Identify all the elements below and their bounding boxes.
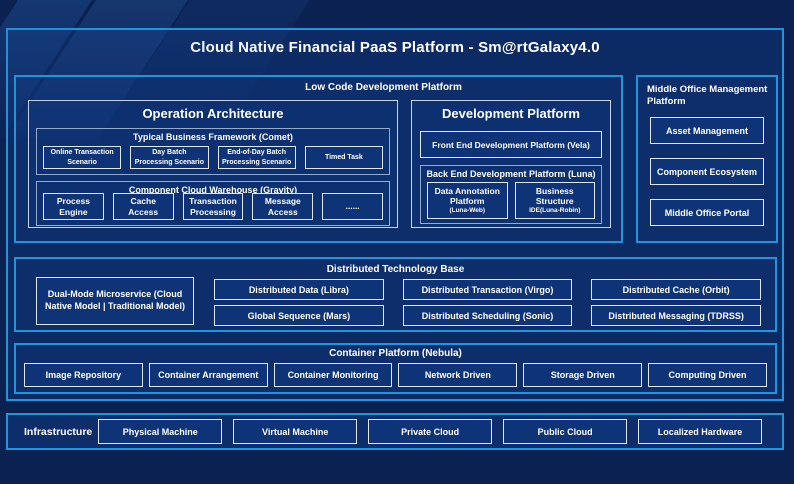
warehouse-item: Message Access [252, 193, 314, 220]
middle-office-item: Asset Management [650, 117, 764, 144]
low-code-platform-label: Low Code Development Platform [305, 82, 462, 93]
framework-item: End-of-Day Batch Processing Scenario [217, 146, 296, 169]
distributed-item-grid: Distributed Data (Libra) Distributed Tra… [214, 279, 761, 326]
infrastructure-item: Localized Hardware [638, 419, 763, 444]
back-end-item: Data Annotation Platform (Luna-Web) [427, 182, 508, 219]
container-platform-section: Container Platform (Nebula) Image Reposi… [14, 343, 777, 394]
middle-office-label: Middle Office Management Platform [647, 84, 768, 108]
warehouse-item: Transaction Processing [182, 193, 244, 220]
framework-item-row: Online Transaction Scenario Day Batch Pr… [43, 146, 383, 169]
infrastructure-bar: Infrastructure Physical Machine Virtual … [6, 413, 784, 450]
operation-architecture-title: Operation Architecture [142, 106, 284, 121]
low-code-platform-section: Low Code Development Platform Operation … [14, 75, 623, 243]
container-item: Computing Driven [648, 363, 767, 387]
infrastructure-label: Infrastructure [24, 425, 93, 438]
container-platform-label: Container Platform (Nebula) [329, 348, 462, 359]
distributed-base-section: Distributed Technology Base Dual-Mode Mi… [14, 257, 777, 332]
warehouse-item: Cache Access [112, 193, 174, 220]
back-end-platform-box: Back End Development Platform (Luna) Dat… [420, 165, 602, 224]
infrastructure-item: Private Cloud [368, 419, 493, 444]
back-end-item: Business Structure IDE(Luna-Robin) [514, 182, 595, 219]
page-title: Cloud Native Financial PaaS Platform - S… [190, 39, 600, 56]
component-cloud-warehouse-box: Component Cloud Warehouse (Gravity) Proc… [36, 181, 390, 226]
container-item: Container Monitoring [273, 363, 393, 387]
framework-item: Online Transaction Scenario [43, 146, 122, 169]
back-end-platform-label: Back End Development Platform (Luna) [426, 169, 596, 179]
middle-office-item: Component Ecosystem [650, 158, 764, 185]
infrastructure-item: Public Cloud [503, 419, 628, 444]
container-item: Container Arrangement [148, 363, 268, 387]
operation-architecture-box: Operation Architecture Typical Business … [28, 100, 398, 228]
back-end-item-subtitle: IDE(Luna-Robin) [529, 207, 581, 215]
distributed-item: Distributed Cache (Orbit) [591, 279, 761, 300]
development-platform-box: Development Platform Front End Developme… [411, 100, 611, 228]
distributed-item: Global Sequence (Mars) [214, 305, 384, 326]
container-item: Network Driven [398, 363, 518, 387]
infrastructure-item-row: Physical Machine Virtual Machine Private… [98, 419, 763, 444]
platform-frame: Cloud Native Financial PaaS Platform - S… [6, 28, 784, 401]
warehouse-item-row: Process Engine Cache Access Transaction … [43, 193, 383, 220]
distributed-item: Distributed Data (Libra) [214, 279, 384, 300]
infrastructure-item: Virtual Machine [233, 419, 358, 444]
distributed-item: Distributed Transaction (Virgo) [402, 279, 573, 300]
back-end-item-row: Data Annotation Platform (Luna-Web) Busi… [427, 182, 595, 219]
middle-office-section: Middle Office Management Platform Asset … [636, 75, 778, 243]
container-item-row: Image Repository Container Arrangement C… [24, 363, 767, 387]
middle-office-item: Middle Office Portal [650, 199, 764, 226]
back-end-item-subtitle: (Luna-Web) [449, 207, 486, 215]
container-item: Storage Driven [523, 363, 643, 387]
warehouse-item: ...... [322, 193, 383, 220]
warehouse-item: Process Engine [43, 193, 104, 220]
back-end-item-name: Data Annotation Platform [434, 185, 500, 207]
distributed-item: Distributed Scheduling (Sonic) [402, 305, 573, 326]
back-end-item-name: Business Structure [535, 185, 574, 207]
front-end-platform-box: Front End Development Platform (Vela) [420, 131, 602, 158]
infrastructure-item: Physical Machine [98, 419, 223, 444]
container-item: Image Repository [24, 363, 143, 387]
dual-mode-microservice-box: Dual-Mode Microservice (Cloud Native Mod… [36, 277, 194, 325]
distributed-base-label: Distributed Technology Base [326, 264, 465, 275]
framework-item: Day Batch Processing Scenario [130, 146, 209, 169]
typical-business-framework-box: Typical Business Framework (Comet) Onlin… [36, 128, 390, 175]
typical-business-framework-label: Typical Business Framework (Comet) [133, 132, 293, 142]
framework-item: Timed Task [304, 146, 383, 169]
distributed-item: Distributed Messaging (TDRSS) [591, 305, 761, 326]
component-cloud-warehouse-label: Component Cloud Warehouse (Gravity) [128, 185, 298, 195]
development-platform-title: Development Platform [442, 106, 580, 121]
